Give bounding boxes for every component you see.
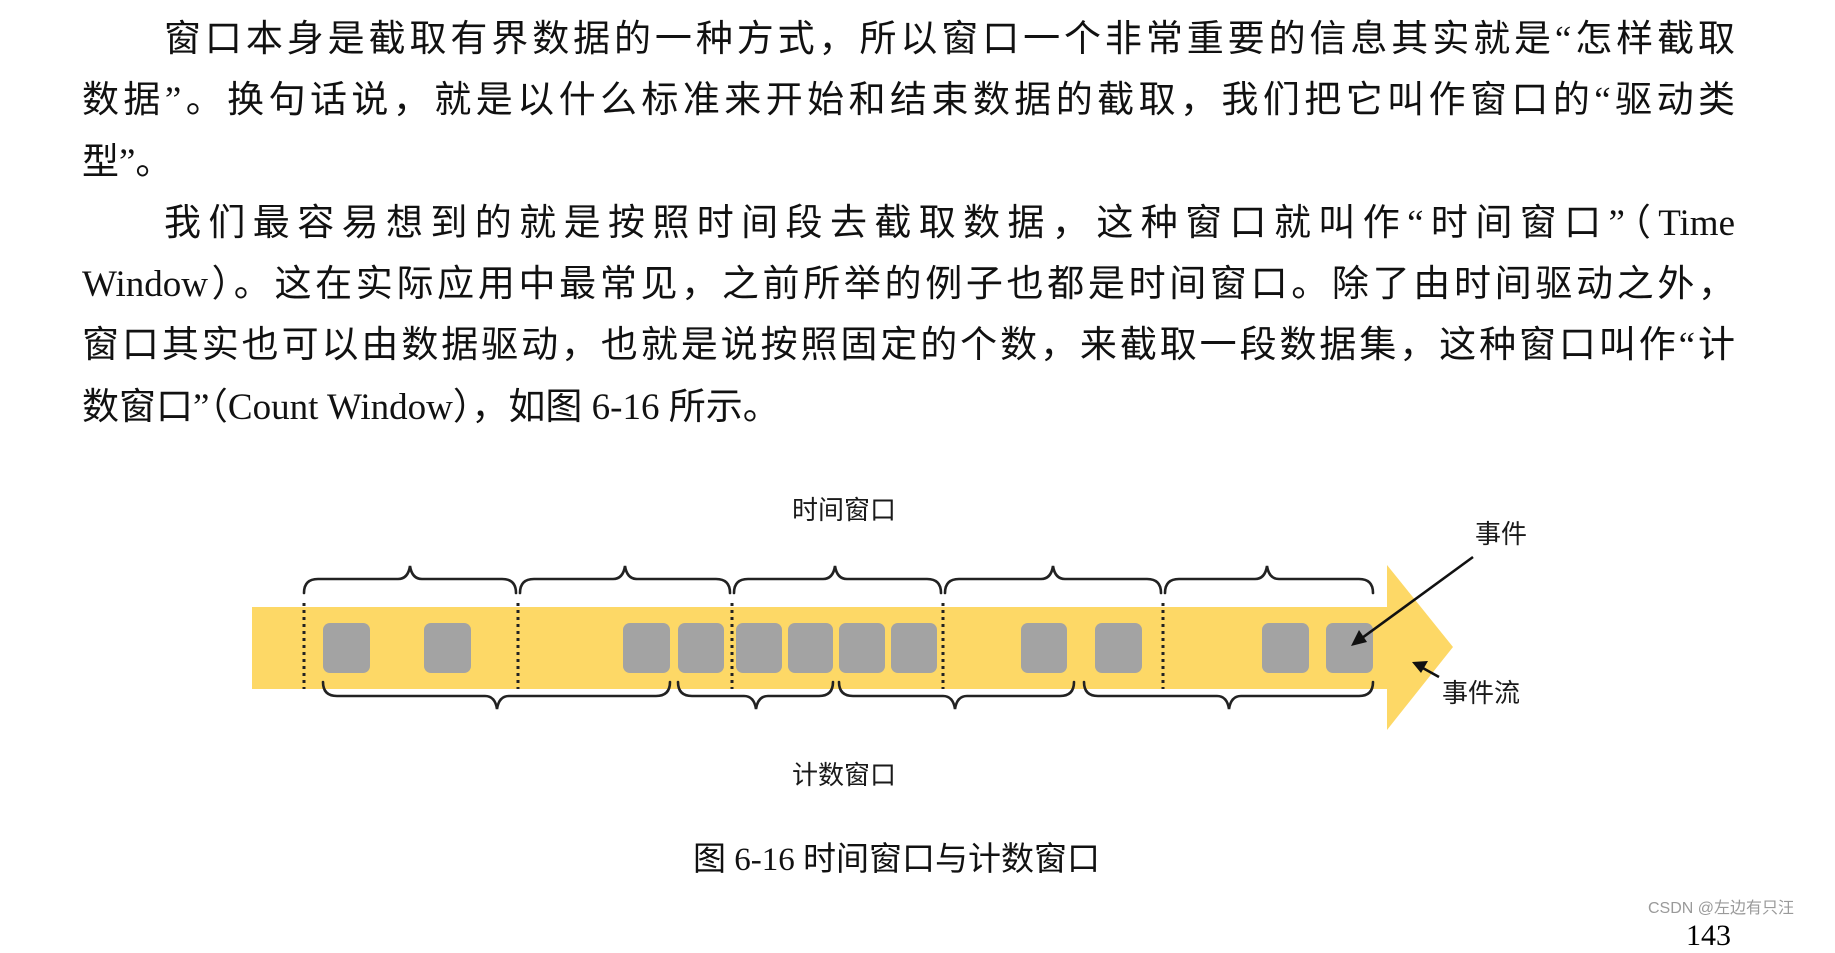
event-box — [1326, 623, 1373, 673]
paragraph-line: 我们最容易想到的就是按照时间段去截取数据，这种窗口就叫作“时间窗口”（Time — [164, 203, 1735, 244]
event-pointer-arrow — [1351, 555, 1474, 646]
paragraph-line: Window）。这在实际应用中最常见，之前所举的例子也都是时间窗口。除了由时间驱… — [82, 264, 1735, 305]
event-box — [1021, 623, 1067, 673]
watermark: CSDN @左边有只汪 — [1648, 900, 1795, 917]
count-window-braces — [321, 680, 1375, 710]
paragraph-line: 数据”。换句话说，就是以什么标准来开始和结束数据的截取，我们把它叫作窗口的“驱动… — [82, 80, 1735, 121]
event-stream-pointer-arrow — [1412, 661, 1440, 679]
event-box — [424, 623, 471, 673]
paragraph-line: 数窗口”（Count Window），如图 6-16 所示。 — [82, 387, 780, 428]
page-number: 143 — [1686, 919, 1731, 952]
event-box — [1095, 623, 1142, 673]
event-box — [323, 623, 370, 673]
time-window-label: 时间窗口 — [792, 496, 897, 526]
window-diagram — [252, 555, 1474, 730]
time-window-boundaries — [302, 603, 1165, 689]
figure-caption: 图 6-16 时间窗口与计数窗口 — [693, 842, 1100, 878]
event-box — [678, 623, 724, 673]
event-box — [1262, 623, 1309, 673]
event-stream-label: 事件流 — [1442, 679, 1521, 709]
event-label: 事件 — [1475, 520, 1528, 550]
event-box — [839, 623, 885, 673]
paragraph-line: 型”。 — [82, 142, 173, 183]
event-box — [736, 623, 782, 673]
paragraph-line: 窗口其实也可以由数据驱动，也就是说按照固定的个数，来截取一段数据集，这种窗口叫作… — [82, 325, 1735, 366]
event-box — [788, 623, 833, 673]
event-box — [623, 623, 670, 673]
count-window-label: 计数窗口 — [792, 761, 897, 791]
paragraph-line: 窗口本身是截取有界数据的一种方式，所以窗口一个非常重要的信息其实就是“怎样截取 — [164, 19, 1735, 60]
time-window-braces — [302, 565, 1375, 595]
events — [323, 623, 1373, 673]
event-box — [891, 623, 937, 673]
